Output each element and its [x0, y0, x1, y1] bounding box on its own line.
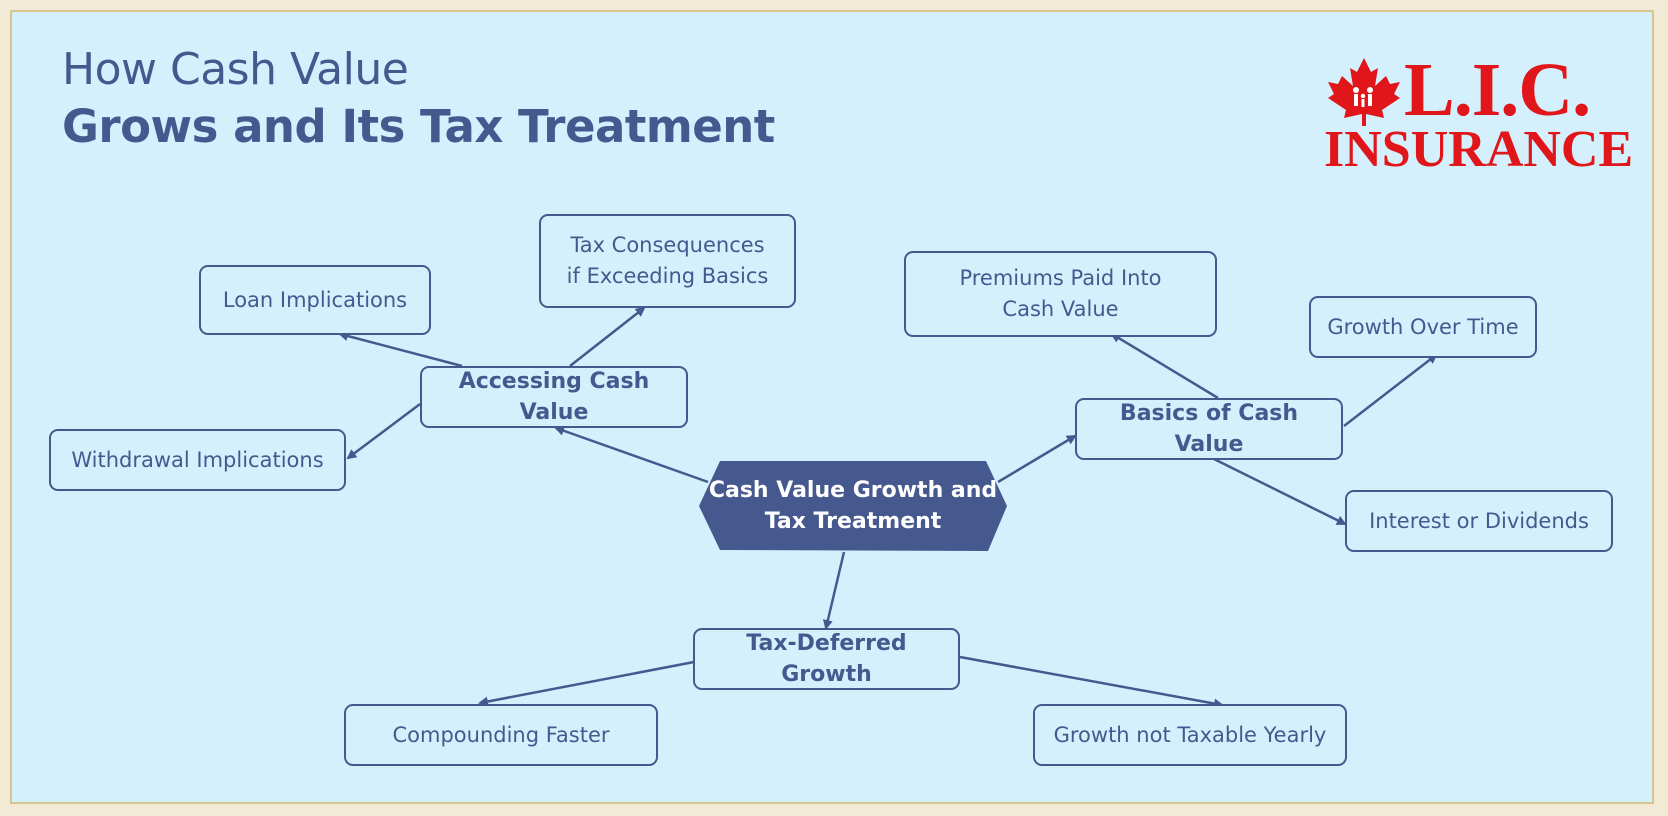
link-basics-growth — [1343, 353, 1438, 427]
link-hub-basics — [997, 434, 1077, 484]
logo-text-insurance: INSURANCE — [1324, 121, 1634, 178]
hub-hexagon-shape — [699, 461, 1007, 551]
link-accessing-loan — [338, 331, 463, 368]
leaf-growth-not-taxable-yearly[interactable]: Growth not Taxable Yearly — [1033, 704, 1347, 766]
link-accessing-withdrawal — [346, 403, 421, 460]
title-line-2: Grows and Its Tax Treatment — [62, 100, 775, 153]
link-deferred-compounding — [478, 660, 695, 707]
logo-text-lic: L.I.C. — [1404, 48, 1591, 132]
link-basics-premiums — [1110, 332, 1219, 400]
leaf-withdrawal-implications[interactable]: Withdrawal Implications — [49, 429, 346, 491]
link-hub-deferred — [822, 551, 846, 630]
link-accessing-taxconseq — [569, 306, 646, 367]
leaf-interest-or-dividends[interactable]: Interest or Dividends — [1345, 490, 1613, 552]
title-line-1: How Cash Value — [62, 44, 409, 95]
branch-basics-of-cash-value[interactable]: Basics of Cash Value — [1075, 398, 1343, 460]
company-logo: L.I.C. INSURANCE — [1320, 48, 1633, 180]
link-basics-interest — [1213, 457, 1347, 526]
link-hub-accessing — [554, 425, 709, 484]
leaf-compounding-faster[interactable]: Compounding Faster — [344, 704, 658, 766]
maple-leaf-icon — [1328, 58, 1400, 126]
branch-tax-deferred-growth[interactable]: Tax-Deferred Growth — [693, 628, 960, 690]
leaf-growth-over-time[interactable]: Growth Over Time — [1309, 296, 1537, 358]
leaf-loan-implications[interactable]: Loan Implications — [199, 265, 431, 335]
link-deferred-nottaxable — [959, 655, 1224, 709]
branch-accessing-cash-value[interactable]: Accessing Cash Value — [420, 366, 688, 428]
